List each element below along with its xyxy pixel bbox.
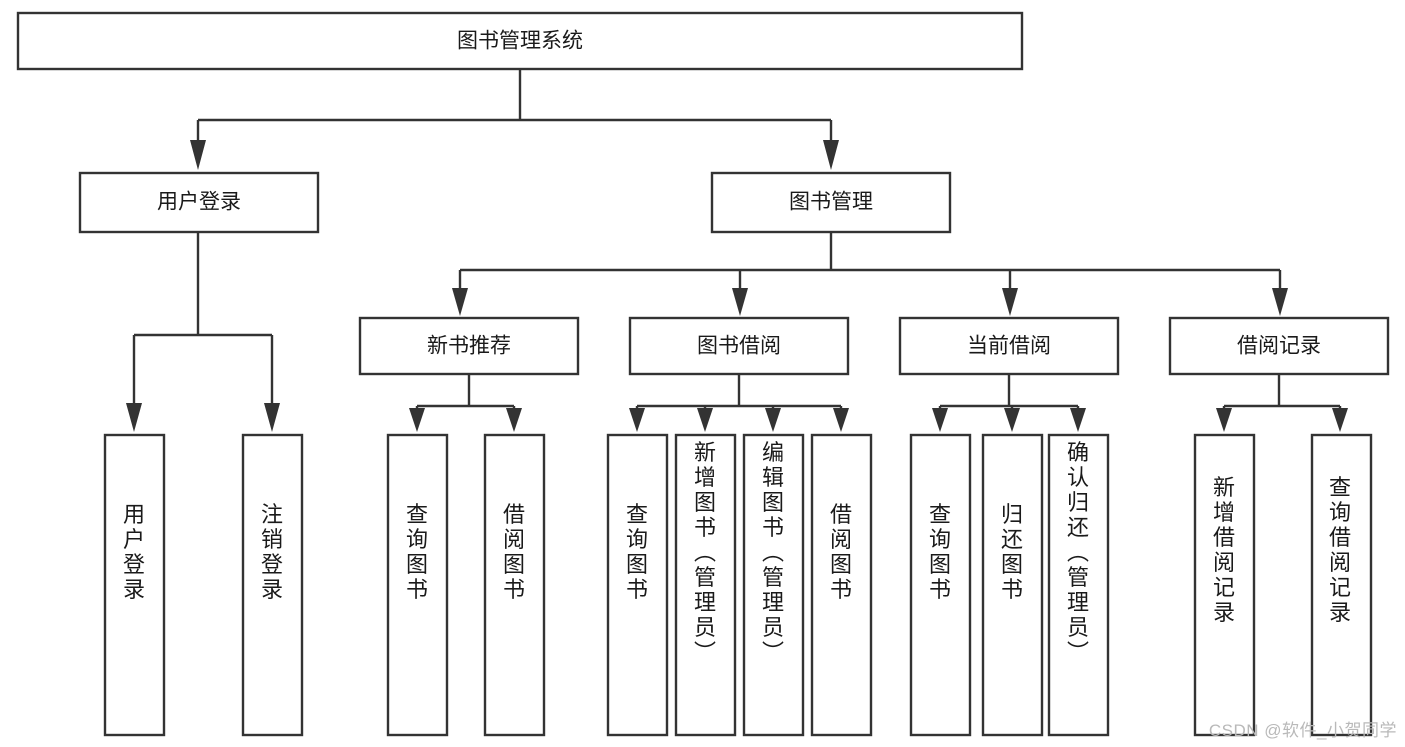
- arrowhead-book-manage: [823, 140, 839, 170]
- leaf-recommend-query-box[interactable]: [386, 433, 449, 737]
- node-root[interactable]: 图书管理系统: [16, 11, 1024, 71]
- leaf-recommend-borrow-box[interactable]: [483, 433, 546, 737]
- arrowhead-leaf-current-query: [932, 408, 948, 432]
- arrowhead-current-borrow: [1002, 288, 1018, 316]
- node-current-borrow-box[interactable]: [898, 316, 1120, 376]
- node-book-borrow-box[interactable]: [628, 316, 850, 376]
- arrowhead-leaf-user-logout: [264, 403, 280, 432]
- arrowhead-leaf-recommend-query: [409, 408, 425, 432]
- leaf-borrow-query-box[interactable]: [606, 433, 669, 737]
- leaf-borrow-edit-label: 编辑图书︵管理员︶: [762, 440, 784, 665]
- node-borrow-record[interactable]: 借阅记录: [1168, 316, 1390, 376]
- leaf-borrow-query[interactable]: 查询图书: [606, 433, 669, 737]
- leaf-borrow-lend-label: 借阅图书: [830, 502, 852, 602]
- leaf-user-login-box[interactable]: [103, 433, 166, 737]
- leaf-record-add-label: 新增借阅记录: [1213, 475, 1235, 625]
- leaf-current-query[interactable]: 查询图书: [909, 433, 972, 737]
- arrowhead-leaf-user-login: [126, 403, 142, 432]
- leaf-current-return-label: 归还图书: [1001, 502, 1023, 602]
- leaf-current-return[interactable]: 归还图书: [981, 433, 1044, 737]
- arrowhead-leaf-record-add: [1216, 408, 1232, 432]
- leaf-current-query-box[interactable]: [909, 433, 972, 737]
- arrowhead-leaf-borrow-add: [697, 408, 713, 432]
- leaf-borrow-add-label: 新增图书︵管理员︶: [694, 440, 716, 665]
- arrowhead-leaf-current-confirm: [1070, 408, 1086, 432]
- arrowhead-book-borrow: [732, 288, 748, 316]
- node-new-book-recommend-label: 新书推荐: [427, 335, 511, 358]
- arrowhead-leaf-recommend-borrow: [506, 408, 522, 432]
- node-book-manage-box[interactable]: [710, 171, 952, 234]
- leaf-current-confirm-label: 确认归还︵管理员︶: [1067, 440, 1089, 665]
- node-book-borrow[interactable]: 图书借阅: [628, 316, 850, 376]
- leaf-record-add[interactable]: 新增借阅记录: [1193, 433, 1256, 737]
- arrowhead-leaf-borrow-lend: [833, 408, 849, 432]
- node-user-login-box[interactable]: [78, 171, 320, 234]
- leaf-record-query-label: 查询借阅记录: [1329, 475, 1351, 625]
- node-new-book-recommend[interactable]: 新书推荐: [358, 316, 580, 376]
- node-root-box[interactable]: [16, 11, 1024, 71]
- leaf-borrow-lend-box[interactable]: [810, 433, 873, 737]
- node-current-borrow-label: 当前借阅: [967, 335, 1051, 358]
- leaf-recommend-borrow[interactable]: 借阅图书: [483, 433, 546, 737]
- node-borrow-record-label: 借阅记录: [1237, 335, 1321, 358]
- leaf-recommend-query-label: 查询图书: [406, 502, 428, 602]
- leaf-recommend-borrow-label: 借阅图书: [503, 502, 525, 602]
- leaf-user-logout-box[interactable]: [241, 433, 304, 737]
- leaf-borrow-edit-box[interactable]: [742, 433, 805, 737]
- leaf-current-query-label: 查询图书: [929, 502, 951, 602]
- node-root-label: 图书管理系统: [457, 30, 583, 53]
- node-new-book-recommend-box[interactable]: [358, 316, 580, 376]
- node-book-borrow-label: 图书借阅: [697, 335, 781, 358]
- arrowhead-leaf-record-query: [1332, 408, 1348, 432]
- arrowhead-leaf-current-return: [1004, 408, 1020, 432]
- leaf-user-login-label: 用户登录: [123, 502, 145, 602]
- leaf-current-return-box[interactable]: [981, 433, 1044, 737]
- leaf-current-confirm-box[interactable]: [1047, 433, 1110, 737]
- leaf-borrow-query-label: 查询图书: [626, 502, 648, 602]
- leaf-user-login[interactable]: 用户登录: [103, 433, 166, 737]
- node-user-login-label: 用户登录: [157, 191, 241, 214]
- leaf-user-logout-label: 注销登录: [261, 502, 283, 602]
- node-user-login[interactable]: 用户登录: [78, 171, 320, 234]
- leaf-borrow-edit[interactable]: 编辑图书︵管理员︶: [742, 433, 805, 737]
- leaf-borrow-add[interactable]: 新增图书︵管理员︶: [674, 433, 737, 737]
- node-current-borrow[interactable]: 当前借阅: [898, 316, 1120, 376]
- leaf-record-query[interactable]: 查询借阅记录: [1310, 433, 1373, 737]
- leaf-current-confirm[interactable]: 确认归还︵管理员︶: [1047, 433, 1110, 737]
- arrowhead-user-login: [190, 140, 206, 170]
- leaf-record-add-box[interactable]: [1193, 433, 1256, 737]
- arrowhead-leaf-borrow-edit: [765, 408, 781, 432]
- leaf-recommend-query[interactable]: 查询图书: [386, 433, 449, 737]
- node-book-manage[interactable]: 图书管理: [710, 171, 952, 234]
- arrowhead-new-book-recommend: [452, 288, 468, 316]
- leaf-record-query-box[interactable]: [1310, 433, 1373, 737]
- leaf-user-logout[interactable]: 注销登录: [241, 433, 304, 737]
- node-borrow-record-box[interactable]: [1168, 316, 1390, 376]
- connector-layer: [126, 69, 1348, 432]
- arrowhead-leaf-borrow-query: [629, 408, 645, 432]
- arrowhead-borrow-record: [1272, 288, 1288, 316]
- node-book-manage-label: 图书管理: [789, 191, 873, 214]
- leaf-borrow-add-box[interactable]: [674, 433, 737, 737]
- leaf-borrow-lend[interactable]: 借阅图书: [810, 433, 873, 737]
